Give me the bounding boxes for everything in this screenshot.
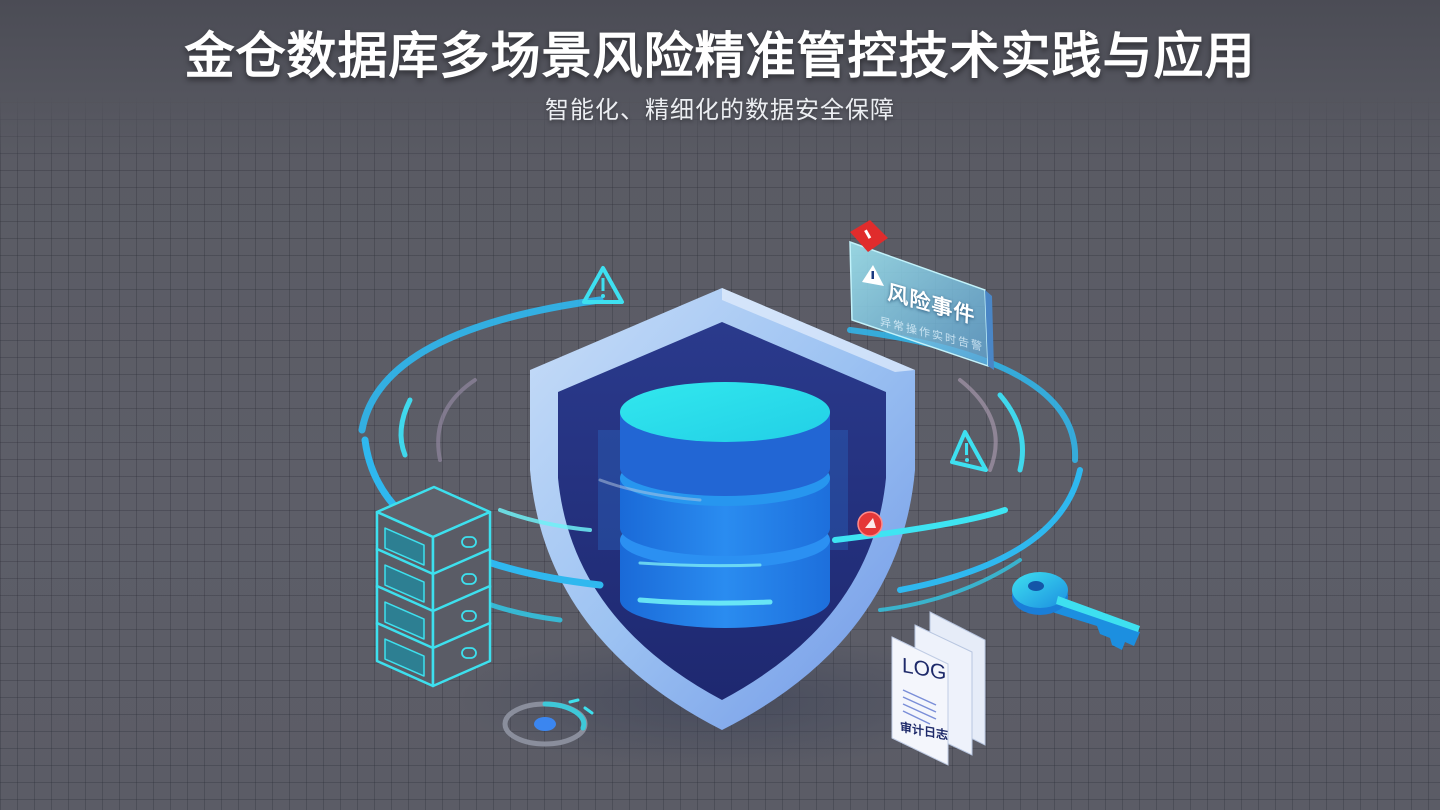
database — [598, 382, 848, 628]
security-key — [1012, 572, 1140, 650]
page-subtitle: 智能化、精细化的数据安全保障 — [545, 96, 895, 124]
server-rack — [375, 485, 492, 688]
alarm-indicator — [857, 511, 883, 537]
warning-icon-right — [950, 430, 988, 472]
warning-icon-top-left — [582, 266, 624, 304]
timer-ring — [502, 698, 594, 747]
orbit-rings-back — [358, 296, 1079, 473]
page-title: 金仓数据库多场景风险精准管控技术实践与应用 — [184, 27, 1256, 85]
risk-event-card — [849, 220, 994, 370]
log-documents — [891, 611, 986, 766]
